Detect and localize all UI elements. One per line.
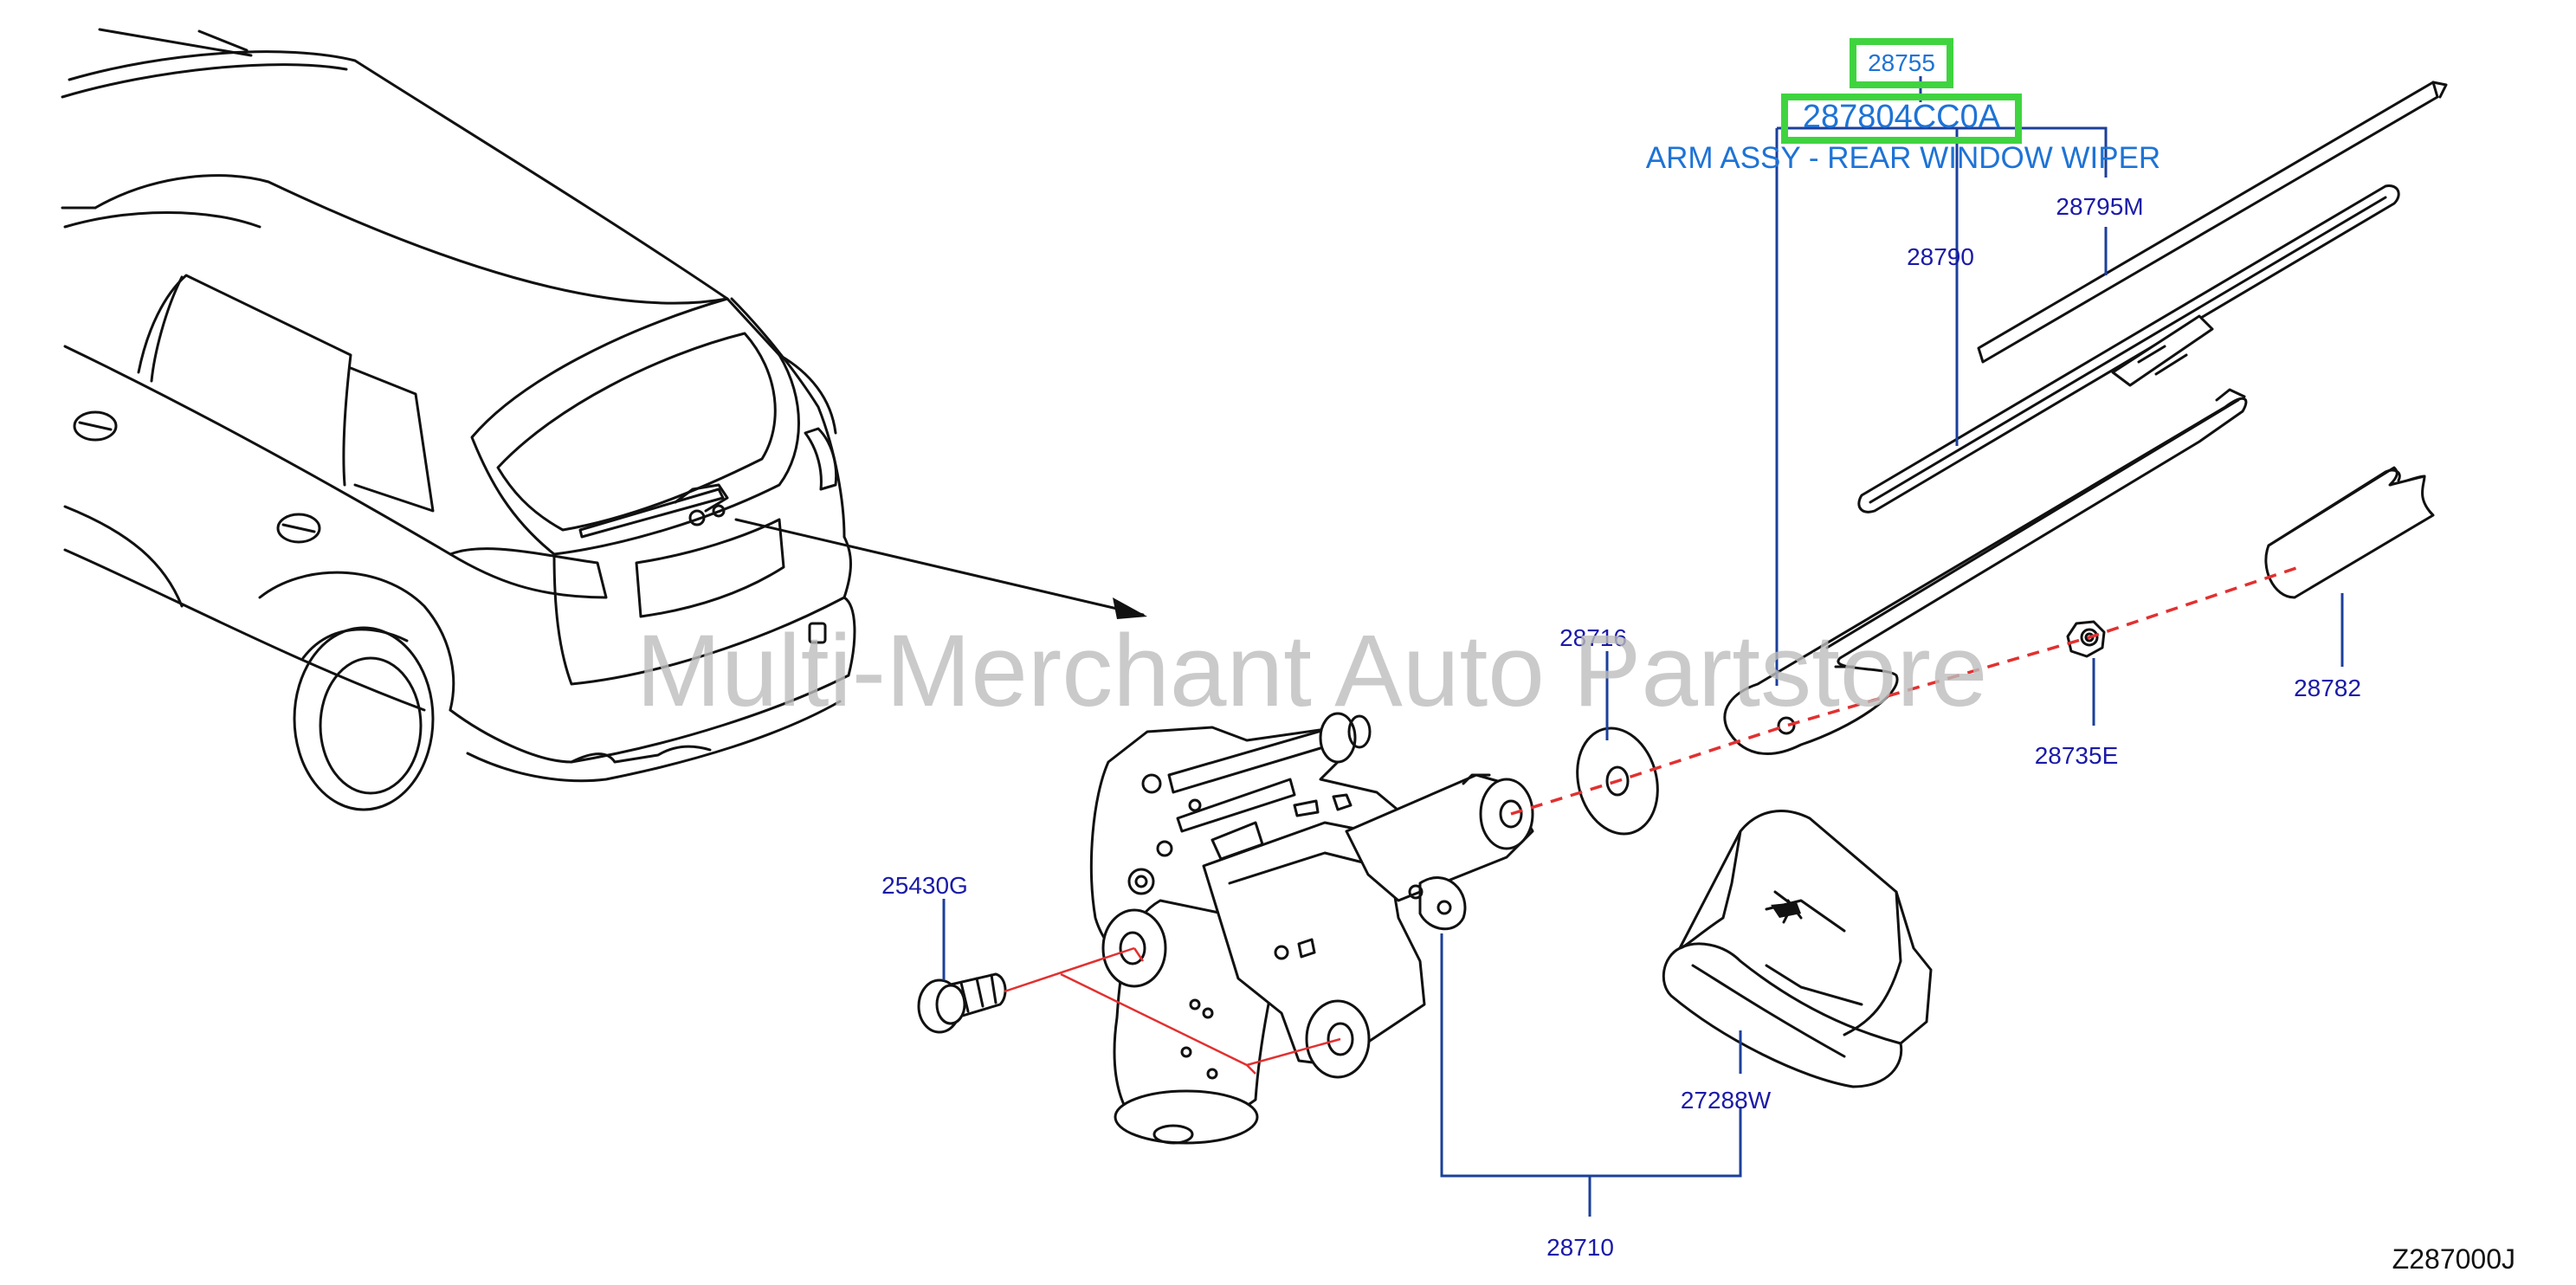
part-name-title: ARM ASSY - REAR WINDOW WIPER <box>1646 141 2160 175</box>
assembly-axis-lines <box>1004 565 2300 1075</box>
label-28716[interactable]: 28716 <box>1559 624 1627 651</box>
label-28735E[interactable]: 28735E <box>2035 742 2119 769</box>
watermark: Multi-Merchant Auto Partstore <box>636 614 1988 728</box>
motor-cover <box>1662 810 1933 1088</box>
label-28782[interactable]: 28782 <box>2294 675 2361 701</box>
arm-cap <box>2264 466 2435 599</box>
part-number-full[interactable]: 287804CC0A <box>1803 99 2001 135</box>
car-illustration <box>61 28 1147 811</box>
blade-refill <box>1977 81 2448 364</box>
part-number-28755[interactable]: 28755 <box>1868 49 1935 76</box>
wiper-arm <box>1723 388 2248 755</box>
label-27288W[interactable]: 27288W <box>1681 1087 1772 1114</box>
leader-lines <box>942 76 2344 1217</box>
label-25430G[interactable]: 25430G <box>881 872 968 899</box>
bolt <box>917 972 1007 1034</box>
label-28710[interactable]: 28710 <box>1546 1234 1614 1261</box>
diagram-code: Z287000J <box>2392 1243 2515 1275</box>
blade-assembly <box>1857 184 2400 513</box>
nut <box>2066 620 2106 658</box>
highlight-box-28755 <box>1850 38 1953 88</box>
label-28795M[interactable]: 28795M <box>2056 193 2143 220</box>
wiper-motor-assembly <box>1089 712 1534 1145</box>
label-28790[interactable]: 28790 <box>1907 243 1974 270</box>
highlight-box-287804CC0A <box>1781 94 2022 144</box>
